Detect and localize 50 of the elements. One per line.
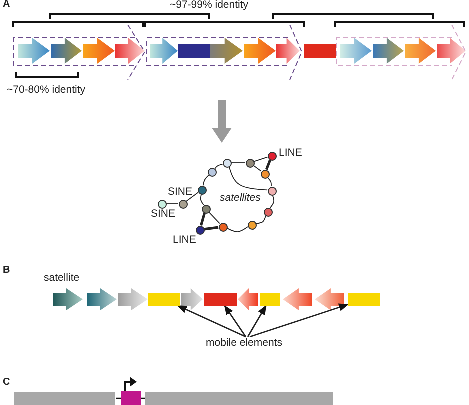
identity-label: ~70-80% identity [7,85,86,97]
network-node [222,158,232,168]
connector-line [228,166,268,191]
network-node [268,152,276,160]
element-label: LINE [279,148,302,160]
network-node [178,200,188,208]
connector-line [265,160,272,170]
network-node [246,158,254,168]
panel-letter: A [3,0,10,10]
identity-label: ~97-99% identity [170,0,249,12]
network-node [158,200,166,208]
panel-letter: C [3,377,10,388]
network-node [198,186,206,194]
leader-arrow [177,305,246,338]
leader-arrow [224,305,247,338]
connector-line [231,162,246,164]
leader-arrow [250,304,349,338]
connector-line [202,174,210,186]
connector-line [200,212,206,226]
connector-line [253,165,262,172]
element-label: satellite [44,273,80,285]
network-node [248,220,256,230]
caption-text: mobile elements [206,337,282,349]
connector-line [226,226,248,232]
panel-letter: B [3,265,10,276]
network-node [196,226,204,234]
element-label: SINE [151,209,176,221]
network-node [260,170,270,178]
sequence-block [148,293,180,306]
network-node [264,208,272,216]
network-node [208,168,216,176]
connector-line [214,164,224,170]
connector-line [254,156,268,162]
connector-line [204,226,219,231]
sequence-block [260,293,280,306]
network-node [202,204,210,214]
element-label: SINE [168,187,193,199]
network-node [218,222,228,232]
connector-line [200,194,204,206]
connector-line [256,216,266,224]
network-node [268,186,276,196]
connector-line [208,212,220,224]
connector-line [186,192,199,202]
element-label: LINE [173,235,196,247]
sequence-block [204,293,237,306]
connector-line [270,194,275,209]
connector-line [267,177,272,187]
region-label: satellites [220,193,261,205]
sequence-block [348,293,380,306]
leader-arrow [247,305,267,338]
